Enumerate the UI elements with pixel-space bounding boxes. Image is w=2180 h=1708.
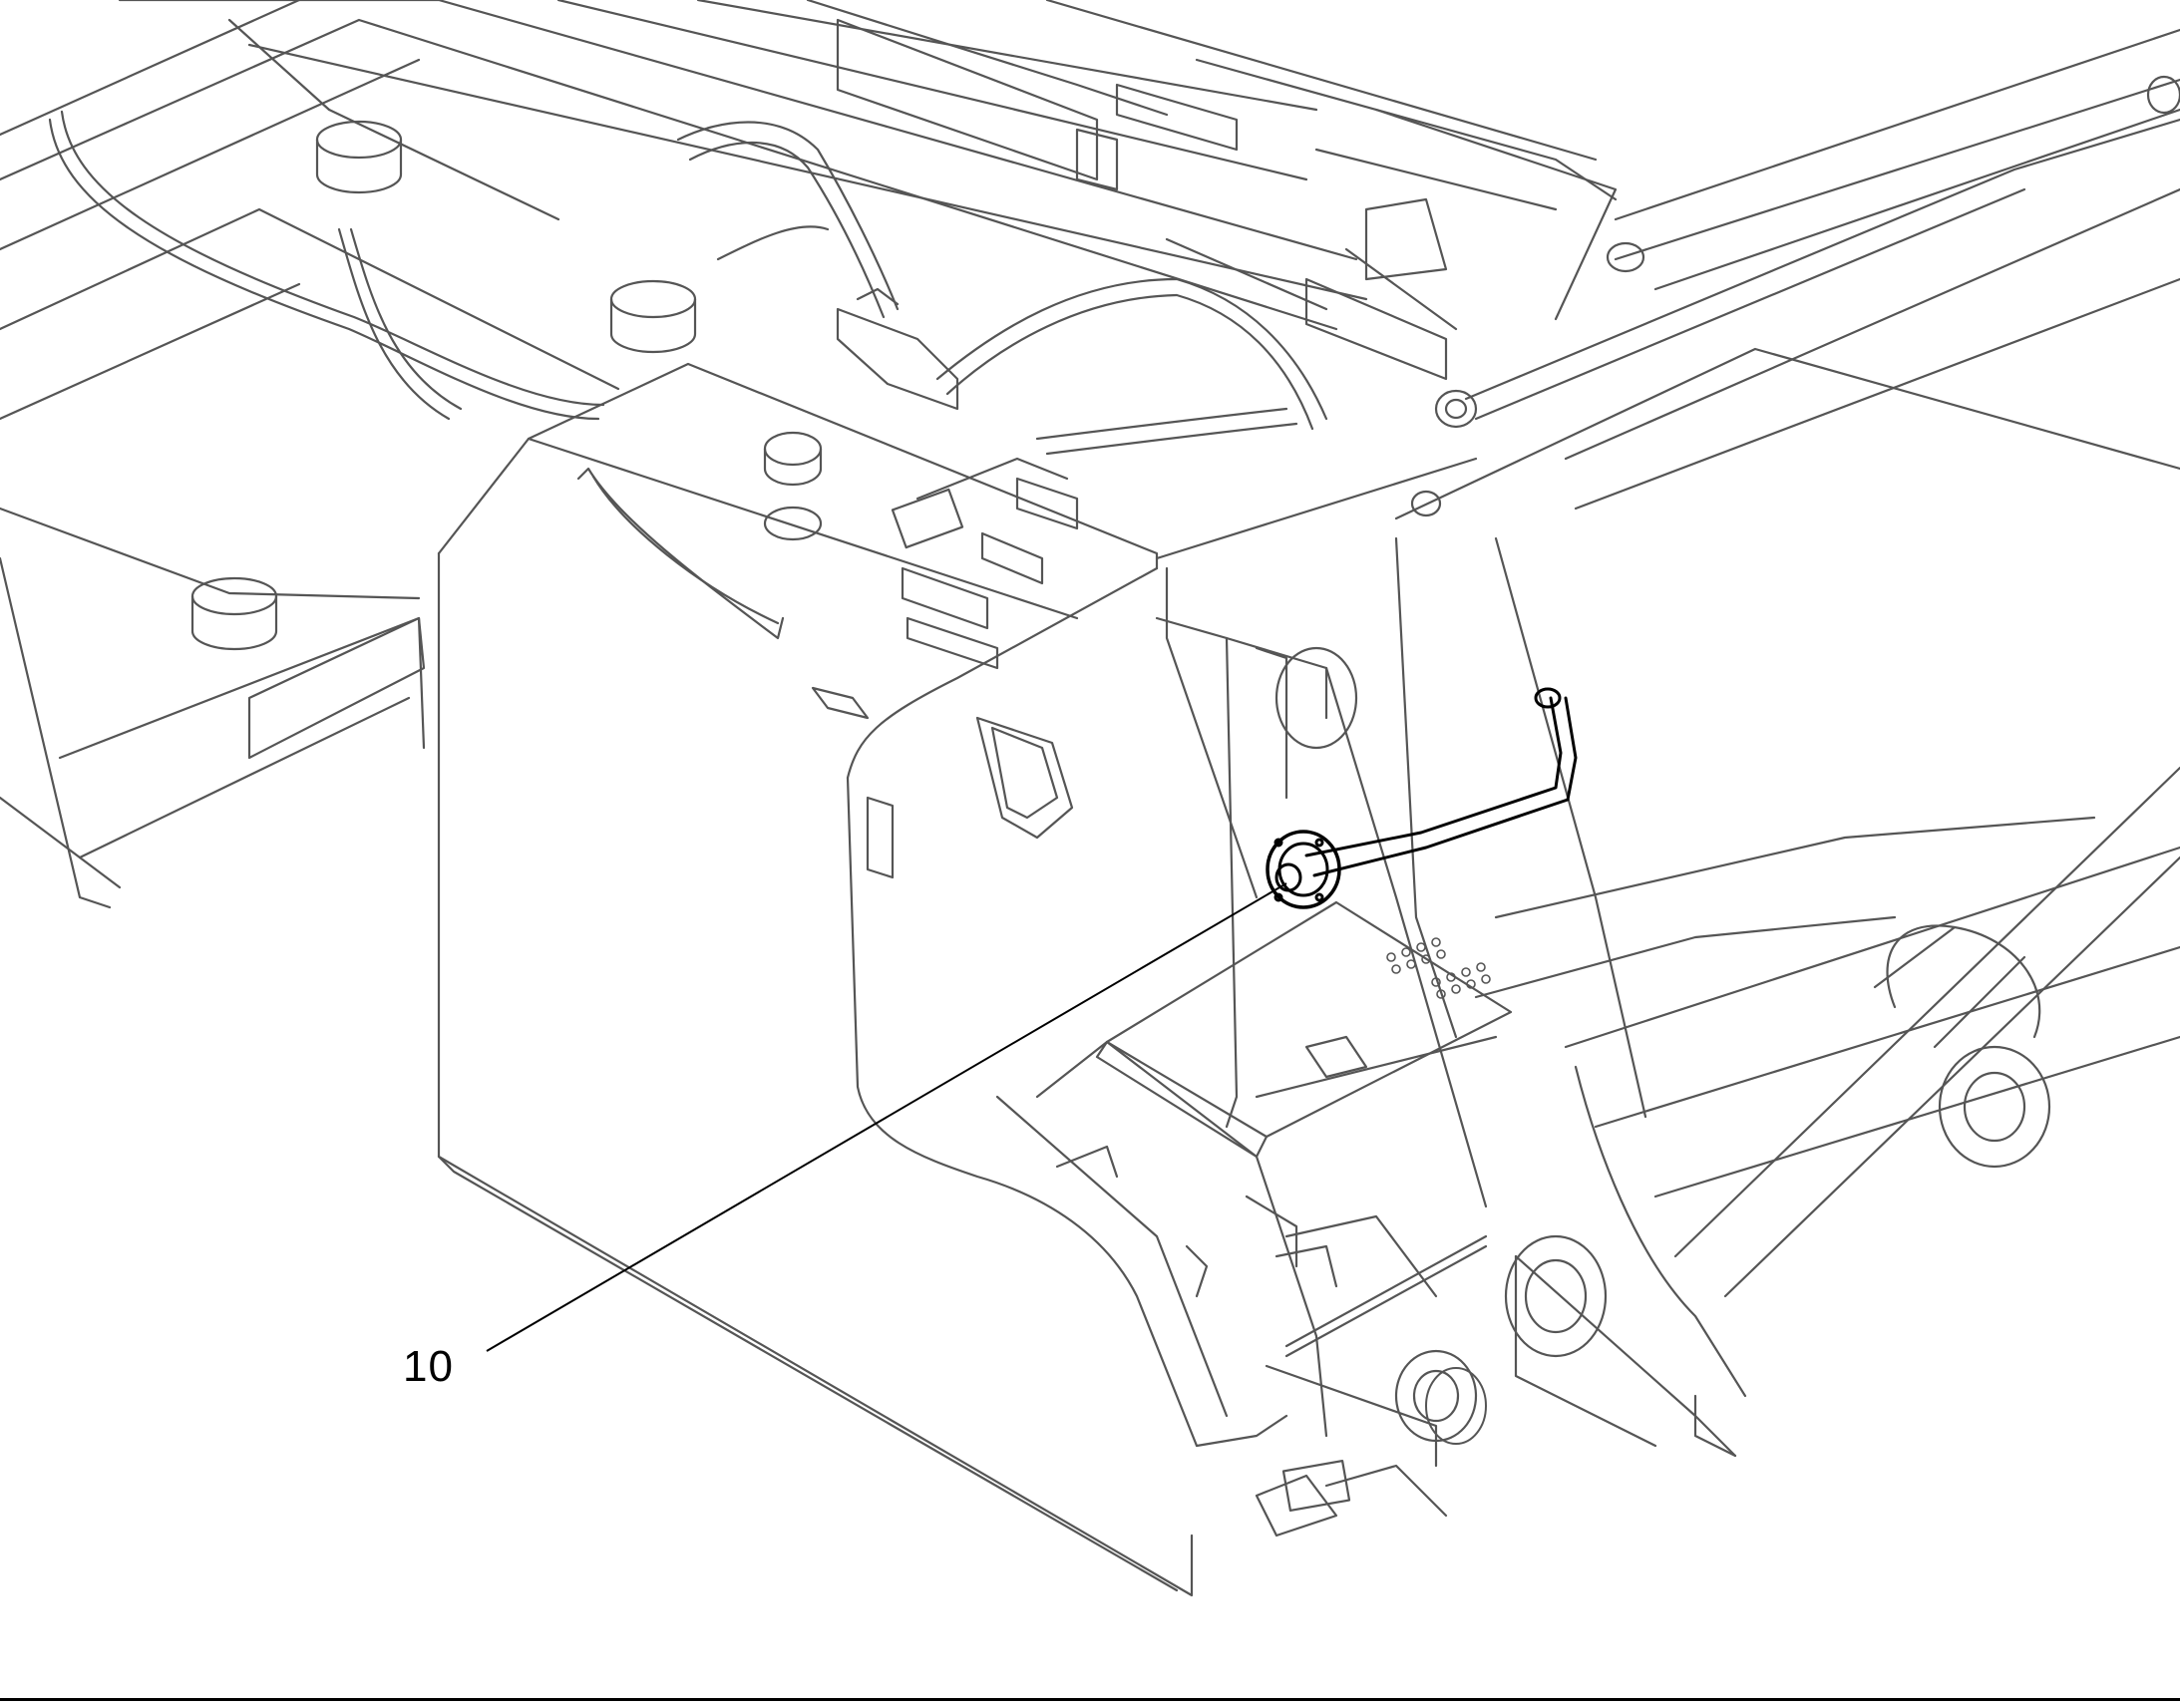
chassis-frame	[0, 0, 1618, 909]
valve-block	[836, 287, 1079, 549]
step-plate-perforations	[1386, 937, 1491, 999]
tank-lower-section	[995, 1040, 1488, 1537]
highlighted-pipe-part	[1266, 687, 1578, 909]
tank-body	[437, 362, 1478, 1597]
callout-label: 10	[403, 1342, 454, 1391]
leader-line	[486, 882, 1287, 1352]
step-plate	[1095, 900, 1513, 1159]
bottom-rule	[0, 1698, 2180, 1701]
rear-frame	[1155, 616, 1657, 1518]
hydraulic-hoses	[48, 110, 1328, 456]
rubber-mounts	[190, 120, 697, 760]
lift-arm	[1394, 28, 2180, 1458]
